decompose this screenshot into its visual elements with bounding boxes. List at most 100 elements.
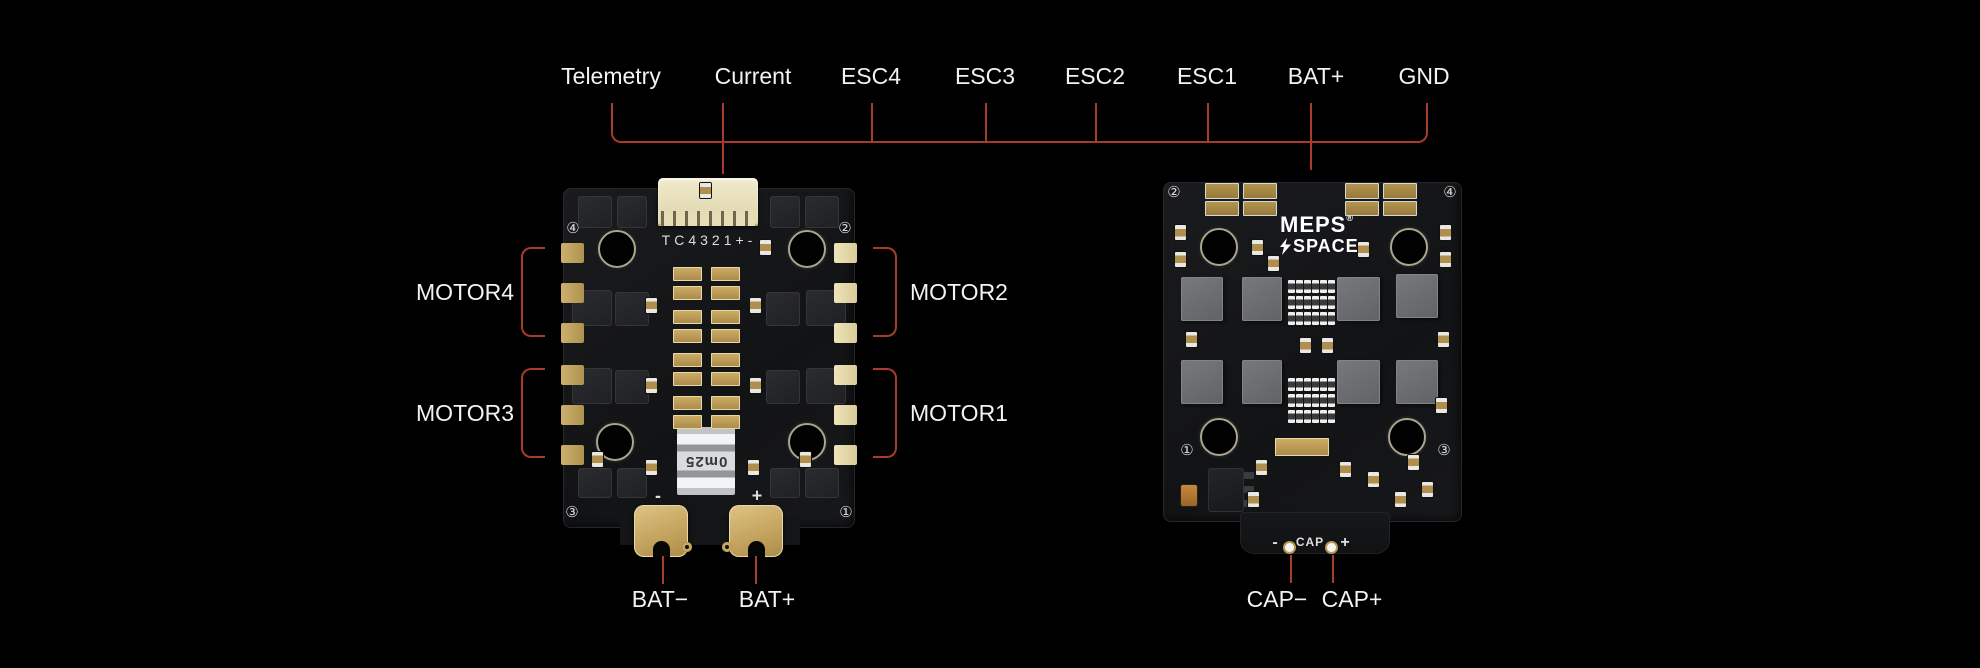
tantalum-capacitor: [1181, 485, 1197, 506]
mounting-hole: [598, 230, 636, 268]
cap-plus-label: CAP+: [1321, 586, 1383, 612]
smd-passive: [750, 378, 761, 393]
corner-number: ①: [1180, 442, 1194, 459]
driver-chip: [1242, 277, 1282, 321]
smd-passive: [646, 378, 657, 393]
smd-resistor: [1312, 312, 1319, 325]
smd-passive: [1300, 338, 1311, 353]
solder-pad: [1383, 201, 1417, 216]
smd-resistor: [1312, 296, 1319, 309]
motor2-label: MOTOR2: [910, 279, 1008, 305]
motor1-label: MOTOR1: [910, 400, 1008, 426]
capacitor-pad: [711, 415, 740, 429]
smd-resistor: [1328, 394, 1335, 407]
cap-plus-silk: +: [1340, 534, 1350, 551]
solder-pad: [1345, 183, 1379, 199]
corner-number: ④: [1443, 184, 1457, 201]
mounting-hole: [1200, 418, 1238, 456]
cap-plus-lead-line: [1332, 555, 1334, 583]
mosfet-chip: [578, 196, 612, 228]
smd-passive: [1358, 242, 1369, 257]
smd-resistor: [1296, 378, 1303, 391]
capacitor-pad: [673, 415, 702, 429]
bat-plus-notch: [748, 541, 765, 557]
pin-label-esc1: ESC1: [1176, 63, 1238, 89]
corner-number: ①: [839, 504, 853, 521]
smd-passive: [646, 298, 657, 313]
cap-minus-lead-line: [1290, 555, 1292, 583]
smd-passive: [1340, 462, 1351, 477]
mosfet-chip: [805, 468, 839, 498]
smd-resistor: [1320, 296, 1327, 309]
mosfet-chip: [770, 196, 800, 228]
pin-label-telemetry: Telemetry: [561, 63, 661, 89]
capacitor-pad: [711, 310, 740, 324]
motor4-bracket: [521, 247, 545, 337]
tick-current: [722, 103, 724, 142]
registered-mark: ®: [1346, 213, 1354, 223]
smd-resistor: [1304, 296, 1311, 309]
back-board: MEPS® SPACE ② ④ ① ③ CAP - +: [1163, 182, 1462, 562]
mosfet-chip: [766, 370, 800, 404]
smd-passive: [1268, 256, 1279, 271]
capacitor-pad: [711, 286, 740, 300]
solder-pad: [1243, 201, 1277, 216]
smd-resistor: [1328, 312, 1335, 325]
motor-pad-right: [834, 283, 857, 303]
current-shunt: 0m25: [677, 427, 735, 495]
pin-label-esc4: ESC4: [840, 63, 902, 89]
smd-passive: [1440, 225, 1451, 240]
cap-pad-protrusion: [1240, 512, 1390, 554]
bat-minus-label: BAT−: [631, 586, 689, 612]
tick-esc1: [1207, 103, 1209, 142]
solder-pad: [1383, 183, 1417, 199]
smd-resistor: [1312, 280, 1319, 293]
mosfet-chip: [615, 292, 649, 326]
motor-pad-right: [834, 445, 857, 465]
motor-pad-right: [834, 365, 857, 385]
transistor-leg: [1244, 486, 1254, 493]
smd-passive: [1252, 240, 1263, 255]
corner-number: ④: [566, 220, 580, 237]
cap-minus-silk: -: [1272, 534, 1278, 551]
motor3-bracket: [521, 368, 545, 458]
solder-via: [722, 542, 732, 552]
motor-pad-left: [561, 405, 584, 425]
smd-passive: [800, 452, 811, 467]
driver-chip: [1396, 360, 1438, 404]
smd-passive: [1175, 252, 1186, 267]
brand-sub: SPACE: [1293, 236, 1359, 256]
bat-plus-lead-line: [755, 556, 757, 584]
smd-resistor: [1296, 410, 1303, 423]
shunt-silk: 0m25: [684, 452, 728, 470]
tick-bat-plus: [1310, 103, 1312, 142]
transistor-leg: [1244, 472, 1254, 479]
mounting-hole: [1390, 228, 1428, 266]
bat-minus-lead-line: [662, 556, 664, 584]
motor2-bracket: [873, 247, 897, 337]
mounting-hole: [1200, 228, 1238, 266]
capacitor-pad: [673, 286, 702, 300]
capacitor-pad: [711, 396, 740, 410]
smd-resistor: [1328, 410, 1335, 423]
mosfet-chip: [770, 468, 800, 498]
capacitor-pad: [673, 267, 702, 281]
capacitor-pad: [673, 353, 702, 367]
smd-passive: [1422, 482, 1433, 497]
mosfet-chip: [617, 468, 647, 498]
motor-pad-right: [834, 405, 857, 425]
connector-pins: [661, 211, 755, 226]
pinout-bracket-line: [611, 103, 1428, 143]
smd-resistor: [1288, 378, 1295, 391]
smd-resistor: [1288, 394, 1295, 407]
capacitor-pad: [673, 310, 702, 324]
front-board: TC4321+- ④ ② ③ ① 0m25 - +: [561, 178, 857, 568]
corner-number: ②: [1167, 184, 1181, 201]
cap-minus-label: CAP−: [1246, 586, 1308, 612]
mounting-hole: [788, 423, 826, 461]
smd-passive: [1322, 338, 1333, 353]
smd-resistor: [1312, 410, 1319, 423]
lead-line-to-back-board: [1310, 141, 1312, 170]
smd-passive: [592, 452, 603, 467]
